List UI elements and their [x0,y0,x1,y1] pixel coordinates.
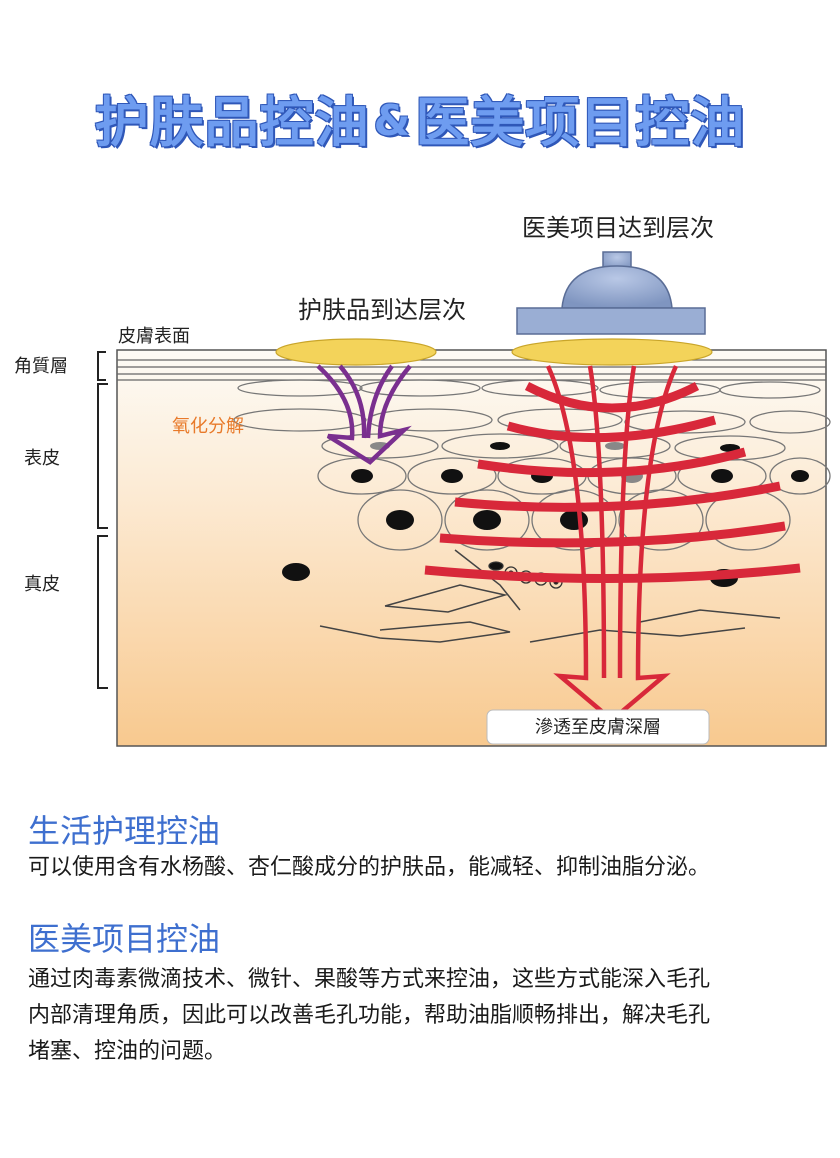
title-part2: 医美项目控油 [415,91,746,154]
medical-aesthetic-line-3: 堵塞、控油的问题。 [28,1039,227,1064]
medical-aesthetic-heading: 医美项目控油 [28,920,221,958]
oxidation-label: 氧化分解 [172,416,244,437]
medical-aesthetic-text: 通过肉毒素微滴技术、微针、果酸等方式来控油，这些方式能深入毛孔 内部清理角质，因… [28,962,808,1070]
epidermis-cells [233,379,831,551]
title-part1: 护肤品控油 [94,91,370,154]
skincare-penetration-arrows [316,364,412,465]
dermis-label: 真皮 [24,574,60,595]
medical-device-icon [516,251,706,335]
skincare-application-area [275,338,437,366]
medical-penetration-bands [424,382,801,584]
medical-aesthetic-line-2: 内部清理角质，因此可以改善毛孔功能，帮助油脂顺畅排出，解决毛孔 [28,1003,711,1028]
lifestyle-care-text: 可以使用含有水杨酸、杏仁酸成分的护肤品，能减轻、抑制油脂分泌。 [28,855,711,880]
deep-penetration-box [486,709,710,745]
page-title: 护肤品控油&医美项目控油 [0,78,840,157]
medical-aesthetic-line-1: 通过肉毒素微滴技术、微针、果酸等方式来控油，这些方式能深入毛孔 [28,967,711,992]
epidermis-label: 表皮 [24,448,60,469]
title-ampersand: & [373,96,412,145]
stratum-corneum-lines [117,359,826,381]
medical-application-area [511,338,713,366]
deep-penetration-label: 滲透至皮膚深層 [535,717,661,738]
medical-depth-label: 医美项目达到层次 [522,214,714,242]
skin-layers-diagram: 医美项目达到层次 护肤品到达层次 皮膚表面 [14,214,831,747]
lifestyle-care-heading: 生活护理控油 [28,812,221,850]
skincare-depth-label: 护肤品到达层次 [298,296,466,324]
skin-surface-label: 皮膚表面 [118,326,190,347]
layer-brackets [97,351,108,689]
stratum-corneum-label: 角質層 [14,356,68,377]
